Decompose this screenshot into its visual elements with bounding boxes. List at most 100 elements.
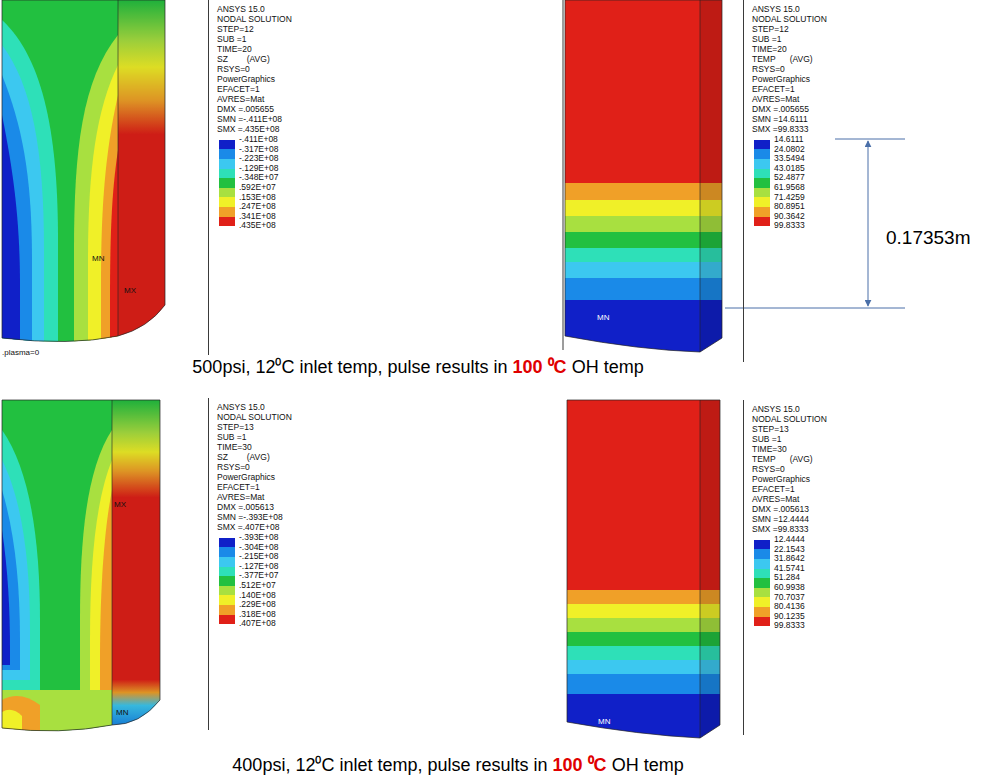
solution-info: NODAL SOLUTION: [217, 14, 292, 24]
legend-value: .318E+08: [217, 610, 292, 620]
model-edge: [112, 400, 113, 725]
color-swatch: [219, 567, 235, 577]
color-swatch: [754, 149, 770, 159]
solution-info: DMX =.005613: [217, 502, 292, 512]
color-swatch: [219, 178, 235, 188]
legend-value: -.223E+08: [217, 154, 292, 164]
solution-info: ANSYS 15.0: [217, 402, 292, 412]
face-shade: [112, 400, 160, 725]
dimension-extension: [725, 308, 905, 309]
solution-info: STEP=13: [752, 424, 827, 434]
contour-band: [2, 460, 30, 680]
node-marker: MN: [116, 708, 128, 718]
contour-band: [2, 75, 32, 350]
solution-info: SMX =.407E+08: [217, 522, 292, 532]
legend-value: 71.4259: [752, 193, 827, 203]
solution-info: AVRES=Mat: [752, 494, 827, 504]
legend-value: -.377E+07: [217, 571, 292, 581]
legend-value: .229E+08: [217, 600, 292, 610]
solution-info: TIME=30: [217, 442, 292, 452]
legend-value: 90.3642: [752, 212, 827, 222]
contour-band: [0, 0, 120, 350]
color-swatch: [219, 140, 235, 150]
legend-value: 80.8951: [752, 202, 827, 212]
solution-info: NODAL SOLUTION: [217, 412, 292, 422]
color-swatch: [754, 140, 770, 150]
color-swatch: [754, 597, 770, 607]
solution-info: PowerGraphics: [752, 474, 827, 484]
legend-max-value: .435E+08: [217, 221, 292, 231]
solution-info: TEMP (AVG): [752, 54, 827, 64]
color-swatch: [219, 557, 235, 567]
contour-band: [0, 398, 115, 738]
legend-value: .512E+07: [217, 581, 292, 591]
solution-info: SMX =99.8333: [752, 524, 827, 534]
dimension-label: 0.17353m: [886, 226, 971, 250]
solution-info: SUB =1: [217, 34, 292, 44]
legend-value: 22.1543: [752, 545, 827, 555]
dimension-arrow: [868, 141, 869, 306]
face-shade: [700, 0, 722, 352]
color-swatch: [754, 549, 770, 559]
contour-legend: 12.444422.154331.864241.574151.28460.993…: [752, 535, 827, 631]
legend-max-value: 99.8333: [752, 221, 827, 231]
legend-value: 70.7037: [752, 593, 827, 603]
solution-info: EFACET=1: [217, 482, 292, 492]
contour-band: [101, 95, 118, 350]
color-swatch: [754, 197, 770, 207]
contour-band: [88, 65, 118, 350]
color-swatch: [754, 588, 770, 598]
solution-info: STEP=13: [217, 422, 292, 432]
legend-value: 51.284: [752, 573, 827, 583]
solution-info: NODAL SOLUTION: [752, 414, 827, 424]
legend-value: -.304E+08: [217, 543, 292, 553]
legend-value: 41.5741: [752, 564, 827, 574]
node-marker: MN: [597, 313, 609, 323]
solution-info: ANSYS 15.0: [217, 4, 292, 14]
color-swatch: [219, 615, 235, 625]
caption-text: OH temp: [572, 356, 644, 378]
solution-info: SMN =-.411E+08: [217, 114, 292, 124]
legend-value: .247E+08: [217, 202, 292, 212]
contour-band: [2, 710, 22, 740]
legend-value: 80.4136: [752, 602, 827, 612]
solution-info: SMX =99.8333: [752, 124, 827, 134]
color-swatch: [219, 605, 235, 615]
contour-band: [80, 430, 112, 690]
legend-value: -.411E+08: [217, 135, 292, 145]
solution-info: AVRES=Mat: [217, 94, 292, 104]
solution-info: TIME=30: [752, 444, 827, 454]
contour-legend: -.411E+08-.317E+08-.223E+08-.129E+08-.34…: [217, 135, 292, 231]
solution-info: SZ (AVG): [217, 54, 292, 64]
caption-text: OH temp: [612, 754, 684, 776]
legend-value: .153E+08: [217, 193, 292, 203]
contour-band: [2, 115, 20, 350]
color-swatch: [219, 595, 235, 605]
caption-text: 500psi, 12⁰C inlet temp, pulse results i…: [192, 356, 507, 378]
contour-band: [2, 696, 40, 740]
model-outline: [2, 400, 160, 731]
solution-info: RSYS=0: [752, 64, 827, 74]
dimension-extension: [835, 139, 905, 140]
solution-info: EFACET=1: [217, 84, 292, 94]
legend-value: -.393E+08: [217, 533, 292, 543]
legend-value: 61.9568: [752, 183, 827, 193]
contour-band: [74, 35, 118, 350]
solution-info: STEP=12: [752, 24, 827, 34]
color-swatch: [219, 149, 235, 159]
solution-info: PowerGraphics: [752, 74, 827, 84]
legend-value: .341E+08: [217, 212, 292, 222]
solution-info: PowerGraphics: [217, 472, 292, 482]
color-swatch: [754, 607, 770, 617]
legend-value: 12.4444: [752, 535, 827, 545]
window-frame: [563, 0, 564, 350]
contour-band: [2, 490, 20, 670]
contour-band: [2, 45, 44, 350]
contour-face: [118, 0, 165, 336]
solution-info: RSYS=0: [217, 462, 292, 472]
color-swatch: [219, 197, 235, 207]
solution-info: ANSYS 15.0: [752, 404, 827, 414]
solution-info: DMX =.005613: [752, 504, 827, 514]
